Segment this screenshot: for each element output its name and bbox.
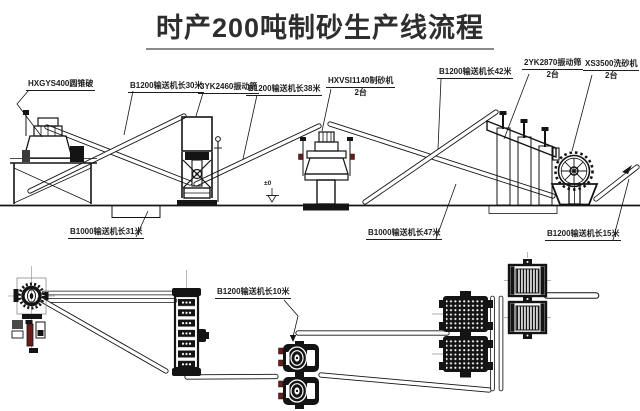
label-conveyor-10m: B1200输送机长10米 [215,287,292,299]
label-text: B1200输送机长10米 [215,287,292,299]
leader-lines [16,73,630,342]
vibrating-screen-2460-drawing [177,116,222,206]
plan-screen-drawing [431,291,494,378]
label-text: B1000输送机长31米 [68,227,145,239]
label-text: B1200输送机长30米 [128,81,205,93]
plan-sand-maker-drawing [277,341,320,410]
label-text: 3YK2460振动筛 [198,82,260,94]
label-qty: 2台 [354,88,367,97]
plan-crusher-drawing [8,266,55,353]
plan-elevator-drawing [172,270,209,376]
label-conveyor-47m: B1000输送机长47米 [366,228,443,240]
label-text: HXGYS400圆锥破 [26,79,96,91]
label-text: B1200输送机长42米 [437,67,514,79]
conveyor-lines-elevation [27,109,640,205]
sand-maker-drawing [298,131,355,211]
page-title: 时产200吨制砂生产线流程 [0,6,640,50]
ground-level-flag [266,188,279,203]
conveyor-lines-plan [37,290,600,393]
label-qty: 2台 [605,71,618,80]
label-conveyor-42m: B1200输送机长42米 [437,67,514,79]
label-conveyor-38m: B1200输送机长38米 [246,84,323,96]
label-text: XS3500洗砂机 [583,59,640,71]
flow-arrow [622,165,632,174]
label-text: B1200输送机长38米 [246,84,323,96]
label-qty: 2台 [546,70,559,79]
cone-crusher-drawing [10,110,97,204]
vibrating-screen-2870-drawing [486,111,560,214]
label-text: HXVSI1140制砂机 [326,76,396,88]
label-text: B1200输送机长15米 [545,229,622,241]
page-title-text: 时产200吨制砂生产线流程 [145,6,495,50]
sand-washer-drawing [550,151,599,206]
label-text: 2YK2870振动筛 [522,58,584,70]
label-conveyor-30m: B1200输送机长30米 [128,81,205,93]
label-screen-2460: 3YK2460振动筛 [198,82,260,94]
label-conveyor-15m: B1200输送机长15米 [545,229,622,241]
label-cone-crusher: HXGYS400圆锥破 [26,79,96,91]
plan-washer-drawing [504,252,551,341]
label-text: B1000输送机长47米 [366,228,443,240]
ground-level-mark: ±0 [264,180,272,187]
label-conveyor-31m: B1000输送机长31米 [68,227,145,239]
